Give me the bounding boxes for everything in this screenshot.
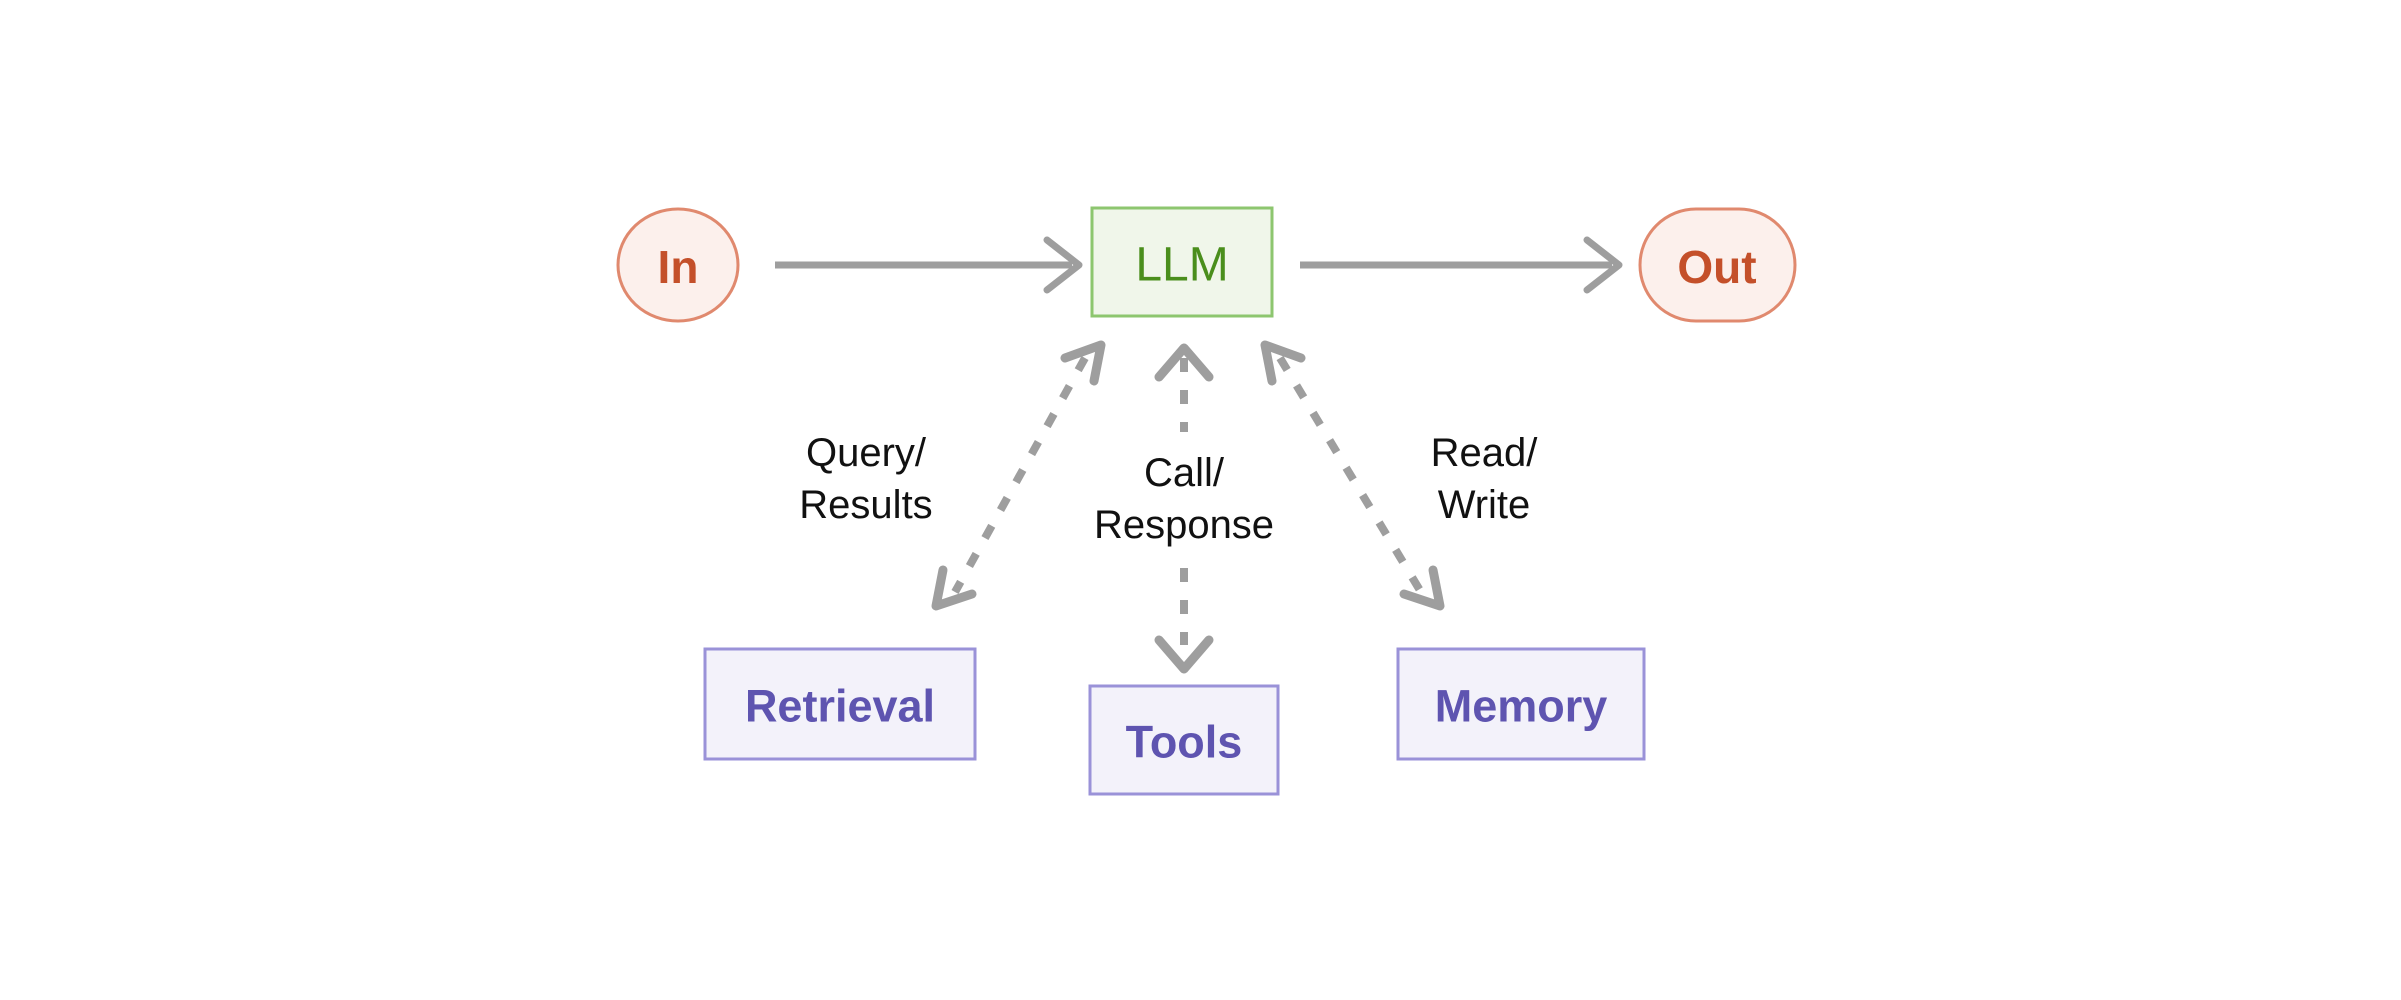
node-output-shape[interactable] <box>1638 207 1797 323</box>
edge-label-query-results-line1: Query/ <box>806 431 927 475</box>
edge-label-read-write-line2: Write <box>1438 483 1531 527</box>
node-input-label: In <box>658 241 699 293</box>
node-tools[interactable]: Tools <box>1088 684 1280 796</box>
edge-llm-memory-arrowhead-top <box>1260 340 1306 386</box>
edge-label-read-write-line1: Read/ <box>1431 431 1539 475</box>
node-retrieval-label: Retrieval <box>745 681 935 732</box>
edge-llm-memory-arrowhead-bottom <box>1399 565 1445 611</box>
edge-llm-retrieval-arrowhead-bottom <box>931 565 977 611</box>
node-tools-shape[interactable] <box>1088 684 1280 796</box>
edge-llm-tools-arrowhead-bottom <box>1154 635 1214 674</box>
node-memory-label: Memory <box>1435 681 1608 732</box>
edge-llm-retrieval-arrowhead-top <box>1060 340 1106 386</box>
node-retrieval-shape[interactable] <box>703 647 977 761</box>
edge-llm-retrieval-line <box>951 356 1089 594</box>
edge-label-query-results: Query/ Results <box>799 431 932 527</box>
edge-label-call-response: Call/ Response <box>1094 451 1274 547</box>
edge-llm-retrieval <box>931 340 1106 611</box>
node-retrieval[interactable]: Retrieval <box>703 647 977 761</box>
edge-llm-tools <box>1154 343 1214 674</box>
edge-llm-memory-line <box>1276 355 1425 595</box>
edge-label-call-response-line2: Response <box>1094 503 1274 547</box>
node-output-label: Out <box>1677 241 1756 293</box>
edge-label-call-response-line1: Call/ <box>1144 451 1225 495</box>
edge-in-to-llm-arrowhead <box>1043 236 1083 294</box>
node-output[interactable]: Out <box>1638 207 1797 323</box>
edge-label-query-results-line2: Results <box>799 483 932 527</box>
node-llm-shape[interactable] <box>1090 206 1274 318</box>
node-llm-label: LLM <box>1135 239 1228 292</box>
edge-llm-to-out-arrowhead <box>1583 236 1623 294</box>
node-input[interactable]: In <box>616 207 740 323</box>
node-tools-label: Tools <box>1126 717 1243 768</box>
edge-llm-tools-arrowhead-top <box>1154 343 1214 382</box>
node-memory[interactable]: Memory <box>1396 647 1646 761</box>
node-memory-shape[interactable] <box>1396 647 1646 761</box>
edge-in-to-llm <box>775 236 1083 294</box>
node-llm[interactable]: LLM <box>1090 206 1274 318</box>
edge-llm-memory <box>1260 340 1445 611</box>
edge-llm-to-out <box>1300 236 1623 294</box>
edge-label-read-write: Read/ Write <box>1431 431 1539 527</box>
node-input-shape[interactable] <box>616 207 740 323</box>
